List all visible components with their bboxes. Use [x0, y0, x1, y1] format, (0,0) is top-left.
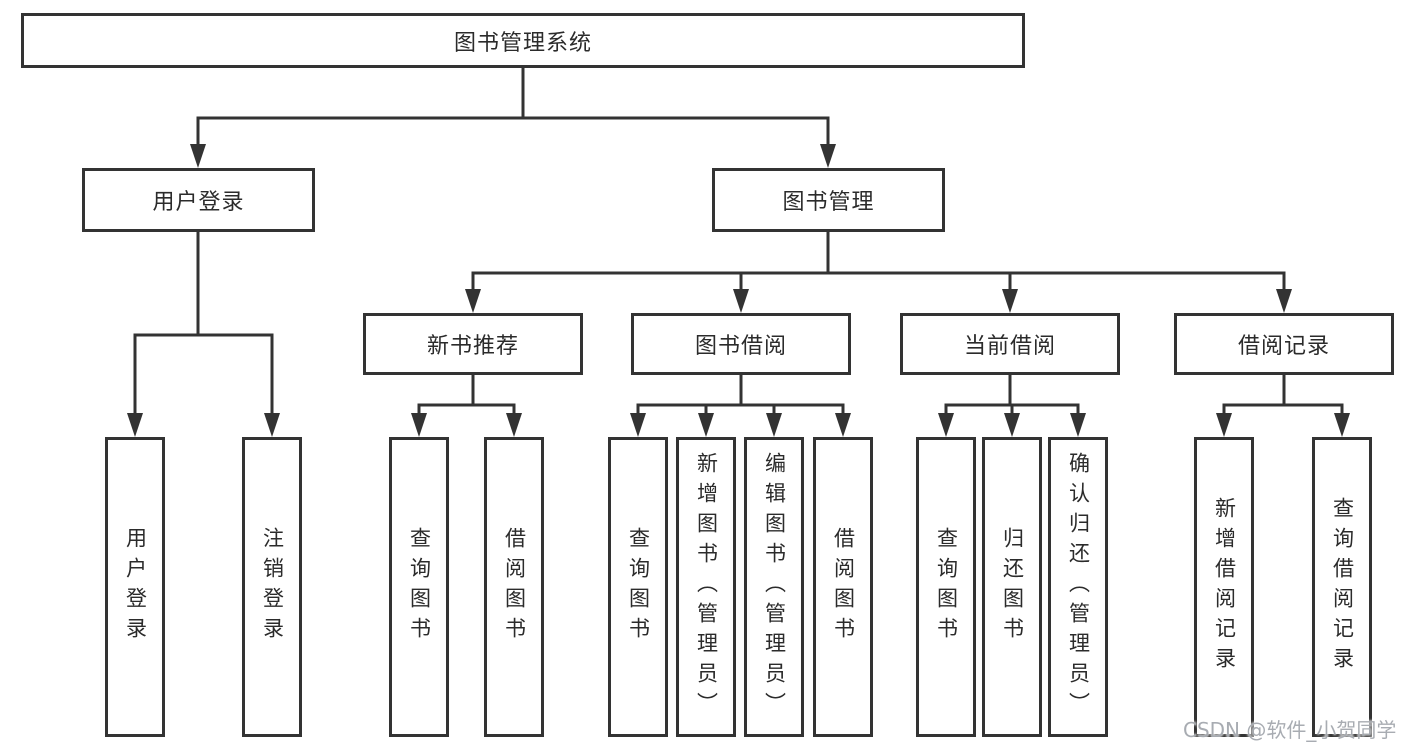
node-user-login: 用户登录 [82, 168, 315, 232]
leaf-return-books: 归还图书 [982, 437, 1042, 737]
leaf-query-books: 查询图书 [389, 437, 449, 737]
leaf-query-borrow-record: 查询借阅记录 [1312, 437, 1372, 737]
node-book-borrowing: 图书借阅 [631, 313, 851, 375]
leaf-borrow-books: 借阅图书 [813, 437, 873, 737]
watermark: CSDN @软件_小贺同学 [1183, 718, 1397, 742]
leaf-add-books-admin: 新增图书（管理员） [676, 437, 736, 737]
leaf-add-borrow-record: 新增借阅记录 [1194, 437, 1254, 737]
node-new-book-recommendation: 新书推荐 [363, 313, 583, 375]
node-book-management: 图书管理 [712, 168, 945, 232]
leaf-logout: 注销登录 [242, 437, 302, 737]
leaf-user-login: 用户登录 [105, 437, 165, 737]
arrowheads [127, 144, 1350, 437]
connector-paths [133, 68, 1344, 416]
node-borrowing-records: 借阅记录 [1174, 313, 1394, 375]
leaf-query-books: 查询图书 [916, 437, 976, 737]
leaf-query-books: 查询图书 [608, 437, 668, 737]
leaf-borrow-books: 借阅图书 [484, 437, 544, 737]
leaf-edit-books-admin: 编辑图书（管理员） [744, 437, 804, 737]
node-library-management-system: 图书管理系统 [21, 13, 1025, 68]
node-current-borrowing: 当前借阅 [900, 313, 1120, 375]
leaf-confirm-return-admin: 确认归还（管理员） [1048, 437, 1108, 737]
